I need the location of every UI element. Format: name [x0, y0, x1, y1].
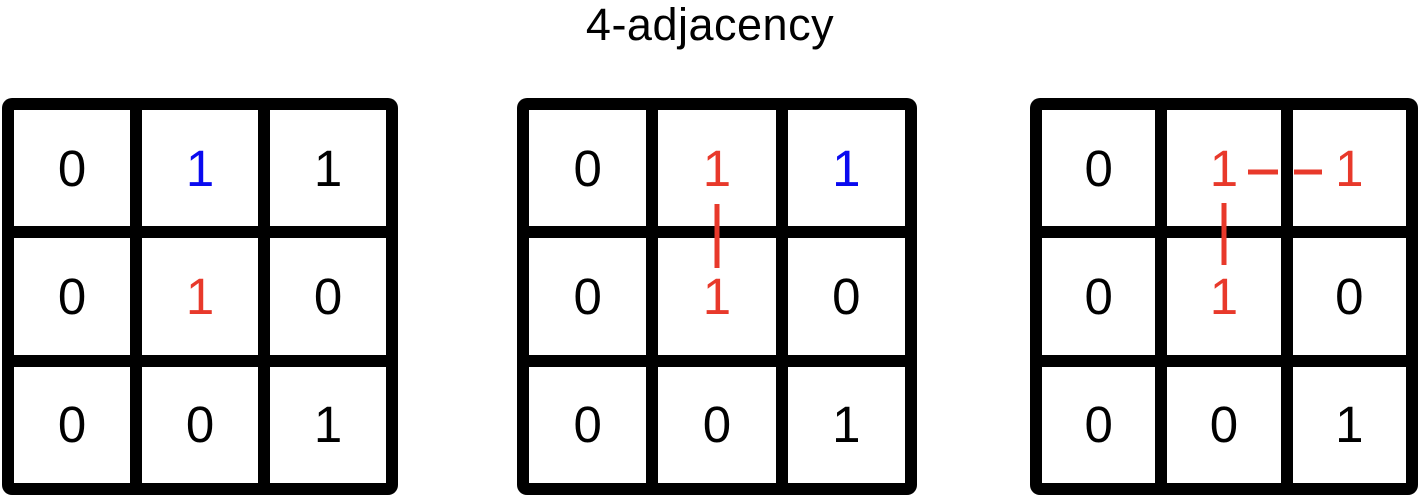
grid3-cell-r0c0: 0 — [1042, 110, 1156, 227]
gr2-cell-r0c2: 1 — [787, 110, 905, 227]
grid2-cell-r0c1: 1 — [658, 110, 776, 227]
grid1-cell-r2c0: 0 — [14, 366, 130, 483]
grid3-cell-r1c0: 0 — [1042, 238, 1156, 355]
grid3-cell-r2c2: 1 — [1292, 366, 1406, 483]
grid1-cell-r0c1: 1 — [142, 110, 258, 227]
grid2-cell-r0c0: 0 — [529, 110, 647, 227]
grid2-cell-r2c2: 1 — [787, 366, 905, 483]
grid3-cell-r1c1: 1 — [1167, 238, 1281, 355]
grid1-cell-r1c1: 1 — [142, 238, 258, 355]
grid3-cell-r0c2: 1 — [1292, 110, 1406, 227]
grid2-cell-r2c1: 0 — [658, 366, 776, 483]
pixel-grid-3: 0 1 1 0 1 0 0 0 1 — [1030, 98, 1418, 495]
grid2-cell-r1c0: 0 — [529, 238, 647, 355]
pixel-grid-1: 0 1 1 0 1 0 0 0 1 — [2, 98, 398, 495]
grid3-cell-r2c0: 0 — [1042, 366, 1156, 483]
grid2-cell-r2c0: 0 — [529, 366, 647, 483]
grid1-cell-r1c2: 0 — [270, 238, 386, 355]
grid3-cell-r0c1: 1 — [1167, 110, 1281, 227]
grid1-cell-r2c2: 1 — [270, 366, 386, 483]
grid2-cell-r1c2: 0 — [787, 238, 905, 355]
grid1-cell-r1c0: 0 — [14, 238, 130, 355]
grid1-cell-r0c2: 1 — [270, 110, 386, 227]
grid1-cell-r0c0: 0 — [14, 110, 130, 227]
pixel-grid-2: 0 1 1 0 1 0 0 0 1 — [517, 98, 917, 495]
grid1-cell-r2c1: 0 — [142, 366, 258, 483]
grid2-cell-r1c1: 1 — [658, 238, 776, 355]
grid3-cell-r2c1: 0 — [1167, 366, 1281, 483]
diagram-title: 4-adjacency — [585, 0, 835, 50]
grid3-cell-r1c2: 0 — [1292, 238, 1406, 355]
